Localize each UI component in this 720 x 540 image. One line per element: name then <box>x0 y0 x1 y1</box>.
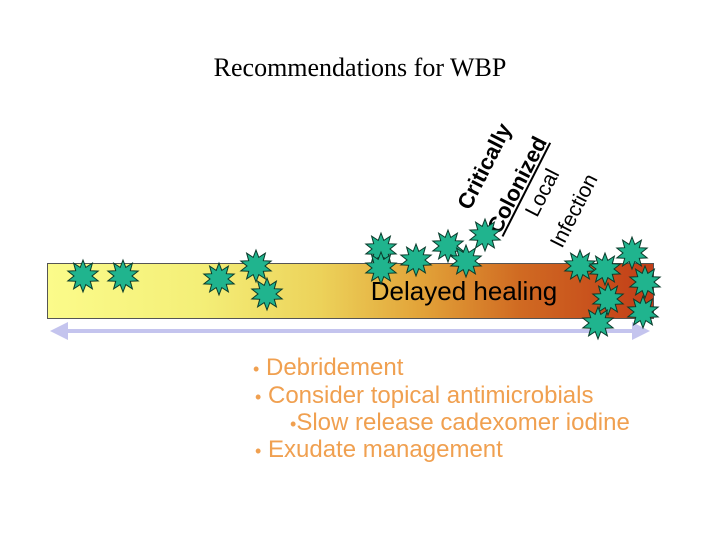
double-arrow-icon <box>50 322 650 340</box>
starburst-icon <box>588 251 622 287</box>
starburst-icon <box>591 281 625 317</box>
starburst-icon <box>399 242 433 278</box>
starburst-icon <box>628 264 662 300</box>
starburst-icon <box>626 294 660 330</box>
starburst-icon <box>364 250 398 286</box>
starburst-icon <box>66 258 100 294</box>
bullet-antimicrobials: • Consider topical antimicrobials <box>255 382 594 409</box>
starburst-icon <box>468 217 502 253</box>
starburst-icon <box>615 235 649 271</box>
starburst-icon <box>250 276 284 312</box>
bullet-debridement: • Debridement <box>253 354 404 381</box>
bullet-cadexomer: •Slow release cadexomer iodine <box>290 409 630 436</box>
bullet-exudate: • Exudate management <box>255 436 503 463</box>
healing-bar: Delayed healing <box>47 263 654 319</box>
bar-label: Delayed healing <box>370 276 558 306</box>
starburst-icon <box>202 261 236 297</box>
slide-title: Recommendations for WBP <box>213 53 507 82</box>
starburst-icon <box>563 248 597 284</box>
starburst-icon <box>581 305 615 341</box>
starburst-icon <box>449 243 483 279</box>
starburst-icon <box>431 228 465 264</box>
starburst-icon <box>106 258 140 294</box>
starburst-icon <box>239 248 273 284</box>
